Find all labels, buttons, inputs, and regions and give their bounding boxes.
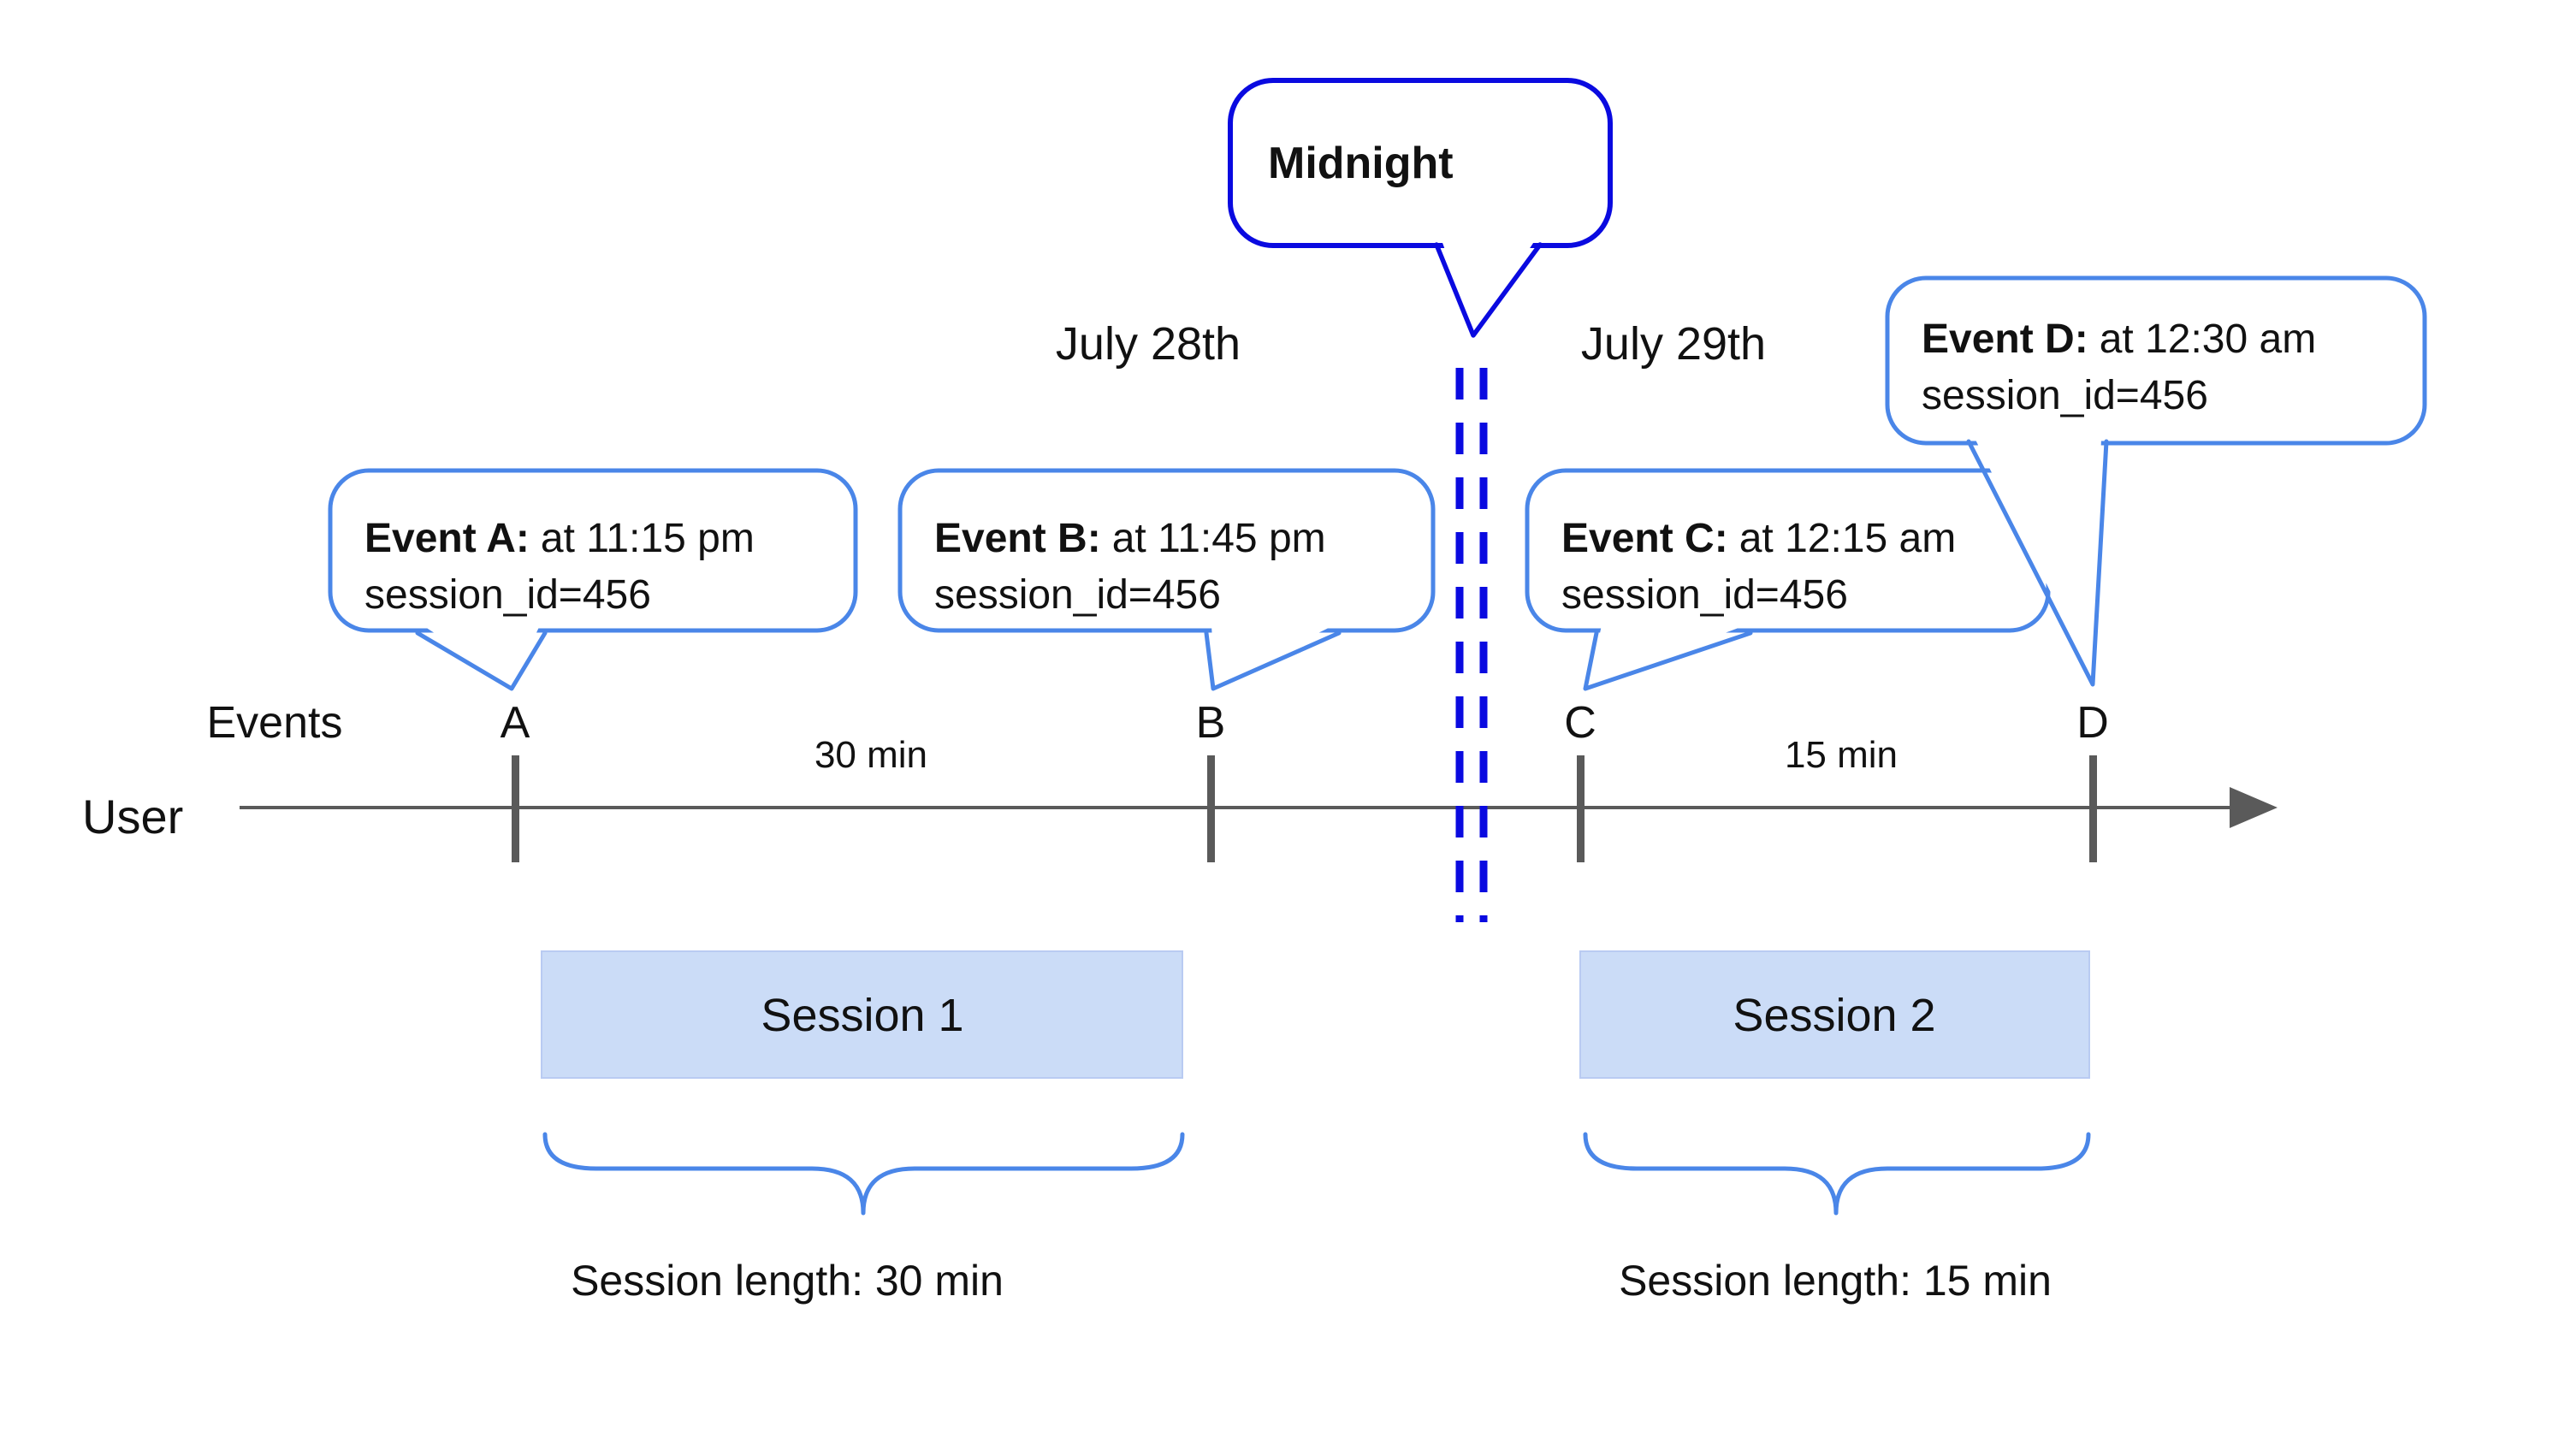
user-axis-label: User: [82, 790, 183, 843]
event-d-time: at 12:30 am: [2100, 317, 2317, 362]
event-d-callout: Event D: at 12:30 am session_id=456: [1885, 275, 2427, 687]
session-2: Session 2 Session length: 15 min: [1579, 950, 2091, 1305]
interval-30min-label: 30 min: [814, 734, 927, 776]
event-b-detail: session_id=456: [934, 572, 1221, 618]
tick-b: [1207, 755, 1215, 862]
tick-c: [1577, 755, 1585, 862]
date-july-28-label: July 28th: [1056, 318, 1241, 370]
event-d-tail-fill: [1975, 438, 2101, 678]
session-1-length-label: Session length: 30 min: [571, 1257, 1004, 1305]
tick-label-d: D: [2076, 698, 2109, 748]
session-1-brace: [542, 1132, 1185, 1216]
event-a-time: at 11:15 pm: [541, 516, 755, 561]
event-c-detail: session_id=456: [1561, 572, 1848, 618]
event-b-line1: Event B:at 11:45 pm: [934, 516, 1326, 561]
date-july-29-label: July 29th: [1581, 318, 1766, 370]
event-b-time: at 11:45 pm: [1112, 516, 1326, 561]
event-b-tail: [1204, 630, 1342, 691]
event-d-detail: session_id=456: [1922, 373, 2208, 418]
midnight-callout: Midnight: [1228, 78, 1613, 338]
session-1-box: [541, 950, 1183, 1079]
midnight-callout-tail-fill: [1442, 240, 1535, 333]
event-c-name: Event C:: [1561, 516, 1728, 561]
event-c-tail: [1583, 630, 1753, 691]
event-c-callout: Event C:at 12:15 am session_id=456: [1525, 468, 2051, 691]
midnight-boundary: [1455, 368, 1488, 922]
interval-15min-label: 15 min: [1785, 734, 1898, 776]
session-2-box: [1579, 950, 2090, 1079]
session-2-length-label: Session length: 15 min: [1619, 1257, 2052, 1305]
session-1: Session 1 Session length: 30 min: [541, 950, 1185, 1305]
timeline-arrowhead-icon: [2230, 787, 2278, 828]
tick-d: [2089, 755, 2097, 862]
event-a-tail-fill: [423, 625, 540, 684]
event-b-name: Event B:: [934, 516, 1101, 561]
tick-label-c: C: [1564, 698, 1596, 748]
event-a-detail: session_id=456: [364, 572, 651, 618]
event-b-tail-fill: [1211, 625, 1334, 684]
tick-label-b: B: [1196, 698, 1226, 748]
event-d-line1: Event D: at 12:30 am: [1922, 317, 2316, 362]
event-a-tail: [415, 630, 548, 691]
event-a-callout: Event A:at 11:15 pm session_id=456: [328, 468, 858, 691]
session-2-brace: [1583, 1132, 2091, 1216]
event-a-name: Event A:: [364, 516, 530, 561]
event-b-callout: Event B:at 11:45 pm session_id=456: [897, 468, 1436, 691]
tick-a: [512, 755, 519, 862]
event-d-tail: [1966, 439, 2109, 687]
event-b-bubble: [897, 468, 1436, 633]
midnight-callout-tail: [1434, 242, 1543, 338]
event-c-time: at 12:15 am: [1739, 516, 1957, 561]
event-a-bubble: [328, 468, 858, 633]
timeline-axis: [240, 755, 2278, 862]
event-a-line1: Event A:at 11:15 pm: [364, 516, 755, 561]
event-c-tail-fill: [1589, 625, 1745, 684]
session-1-label: Session 1: [761, 990, 963, 1041]
tick-label-a: A: [501, 698, 530, 748]
midnight-callout-bubble: [1228, 78, 1613, 248]
event-d-name: Event D:: [1922, 317, 2088, 362]
midnight-label: Midnight: [1268, 139, 1454, 188]
event-c-line1: Event C:at 12:15 am: [1561, 516, 1956, 561]
session-2-label: Session 2: [1733, 990, 1935, 1041]
events-row-label: Events: [207, 698, 343, 748]
event-d-bubble: [1885, 275, 2427, 446]
axis-labels: Events A B C D User 30 min 15 min: [82, 698, 2109, 843]
